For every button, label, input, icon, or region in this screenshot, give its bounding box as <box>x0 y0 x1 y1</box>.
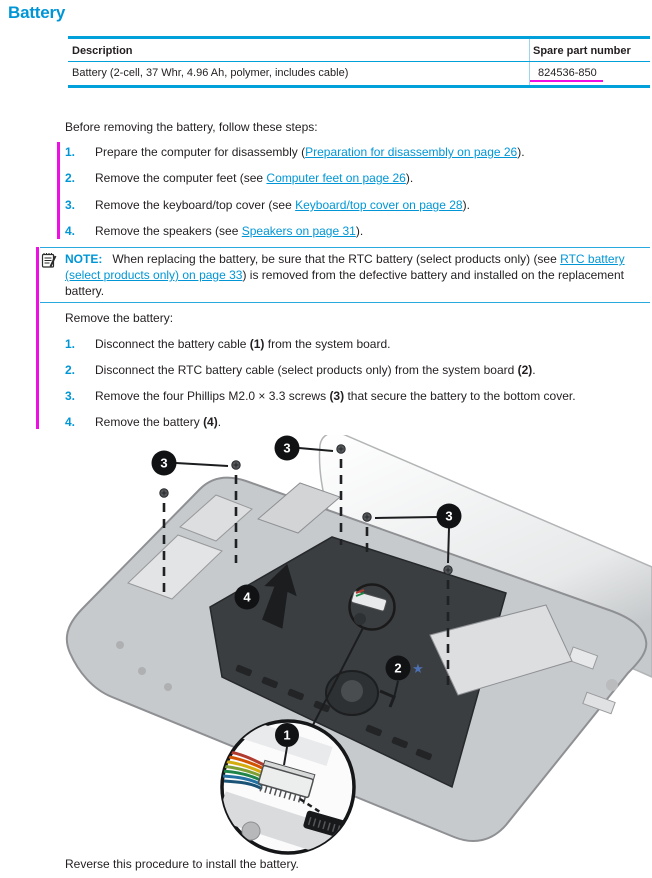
spare-part-table: Description Spare part number Battery (2… <box>68 36 650 88</box>
table-header-row: Description Spare part number <box>68 39 650 62</box>
step-text: Remove the speakers (see <box>95 224 242 238</box>
list-item-remove-3: 3. Remove the four Phillips M2.0 × 3.3 sc… <box>65 389 576 403</box>
link-speakers[interactable]: Speakers on page 31 <box>241 224 356 238</box>
callout-3-label: 3 <box>160 456 167 471</box>
note-text-post: ) is removed from the defective battery … <box>65 268 624 298</box>
callout-3-label: 3 <box>283 441 290 456</box>
note-text: NOTE: When replacing the battery, be sure… <box>65 251 650 299</box>
change-bar <box>36 247 39 429</box>
note-text-pre: When replacing the battery, be sure that… <box>112 252 561 266</box>
page-title: Battery <box>8 3 66 22</box>
step-text: Disconnect the battery cable <box>95 337 250 351</box>
link-computer-feet[interactable]: Computer feet on page 26 <box>266 171 406 185</box>
list-item-prep-4: 4. Remove the speakers (see Speakers on p… <box>65 224 363 238</box>
step-text: Prepare the computer for disassembly ( <box>95 145 306 159</box>
callout-ref-1: (1) <box>249 337 265 351</box>
step-number: 1. <box>65 145 76 159</box>
screw-icon <box>231 460 241 470</box>
connector-detail-small <box>350 589 388 625</box>
intro-paragraph: Before removing the battery, follow thes… <box>65 120 318 134</box>
note-memo-icon <box>41 251 57 274</box>
magnifier-circle: 1 <box>220 719 356 855</box>
step-text-end: ). <box>517 145 525 159</box>
screw-guide-lines <box>162 459 450 691</box>
removal-arrow <box>262 564 297 629</box>
step-number: 4. <box>65 224 76 238</box>
remove-intro-paragraph: Remove the battery: <box>65 311 174 325</box>
step-number: 1. <box>65 337 76 351</box>
note-label: NOTE: <box>65 252 103 266</box>
callout-1-label: 1 <box>283 728 290 743</box>
callout-1: 1 <box>275 723 299 766</box>
step-text-end: . <box>532 363 536 377</box>
callout-2-label: 2 <box>394 661 401 676</box>
callout-ref-3: (3) <box>329 389 345 403</box>
list-item-prep-2: 2. Remove the computer feet (see Computer… <box>65 171 413 185</box>
table-column-divider <box>529 39 530 85</box>
step-text-end: ). <box>355 224 364 238</box>
column-header-description: Description <box>72 45 133 57</box>
step-text-end: that secure the battery to the bottom co… <box>344 389 576 403</box>
step-text-end: ). <box>405 171 414 185</box>
step-text: Remove the computer feet (see <box>95 171 267 185</box>
step-text-end: from the system board. <box>264 337 391 351</box>
magnifier-leader-line <box>312 627 364 726</box>
screw-icon <box>159 488 169 498</box>
screw-icon <box>443 565 453 575</box>
link-rtc-battery[interactable]: RTC battery (select products only) on pa… <box>65 252 625 282</box>
step-text: Remove the keyboard/top cover (see <box>95 198 296 212</box>
speaker <box>325 670 379 716</box>
battery-removal-illustration: 3 3 3 4 <box>0 432 652 860</box>
note-top-rule <box>40 247 650 248</box>
closing-paragraph: Reverse this procedure to install the ba… <box>65 857 299 871</box>
screw-icon <box>336 444 346 454</box>
list-item-remove-4: 4. Remove the battery (4). <box>65 415 221 429</box>
step-text: Disconnect the RTC battery cable (select… <box>95 363 518 377</box>
column-header-part-number: Spare part number <box>533 45 631 57</box>
table-row: Battery (2-cell, 37 Whr, 4.96 Ah, polyme… <box>68 62 650 85</box>
note-bottom-rule <box>40 302 650 303</box>
step-number: 2. <box>65 363 76 377</box>
battery-description-cell: Battery (2-cell, 37 Whr, 4.96 Ah, polyme… <box>72 67 349 79</box>
callout-ref-4: (4) <box>203 415 218 429</box>
rtc-select-star-icon: ★ <box>412 662 424 677</box>
spare-part-number-cell: 824536-850 <box>530 67 603 82</box>
step-number: 3. <box>65 389 76 403</box>
battery-cable-connector <box>257 759 316 804</box>
callout-3-label: 3 <box>445 509 452 524</box>
callout-ref-2: (2) <box>517 363 533 377</box>
callout-3-middle: 3 <box>274 435 334 461</box>
callout-2: 2 ★ <box>385 655 424 699</box>
battery-connector-highlight <box>348 583 396 631</box>
list-item-prep-1: 1. Prepare the computer for disassembly (… <box>65 145 525 159</box>
change-bar <box>57 142 60 239</box>
step-number: 3. <box>65 198 76 212</box>
callout-4: 4 <box>234 584 260 610</box>
list-item-remove-1: 1. Disconnect the battery cable (1) from … <box>65 337 390 351</box>
step-text-end: . <box>217 415 222 429</box>
callout-3-right: 3 <box>374 503 462 564</box>
link-preparation-for-disassembly[interactable]: Preparation for disassembly on page 26 <box>305 145 518 159</box>
screw-icon <box>362 512 372 522</box>
step-text: Remove the four Phillips M2.0 × 3.3 scre… <box>95 389 330 403</box>
step-number: 2. <box>65 171 76 185</box>
callout-3-left: 3 <box>151 450 229 476</box>
callout-4-label: 4 <box>243 590 251 605</box>
disconnect-dashed-arrow <box>299 797 321 814</box>
step-number: 4. <box>65 415 76 429</box>
list-item-remove-2: 2. Disconnect the RTC battery cable (sele… <box>65 363 536 377</box>
step-text: Remove the battery <box>95 415 204 429</box>
link-keyboard-top-cover[interactable]: Keyboard/top cover on page 28 <box>295 198 463 212</box>
list-item-prep-3: 3. Remove the keyboard/top cover (see Key… <box>65 198 470 212</box>
step-text-end: ). <box>462 198 470 212</box>
phillips-screws <box>159 444 453 575</box>
